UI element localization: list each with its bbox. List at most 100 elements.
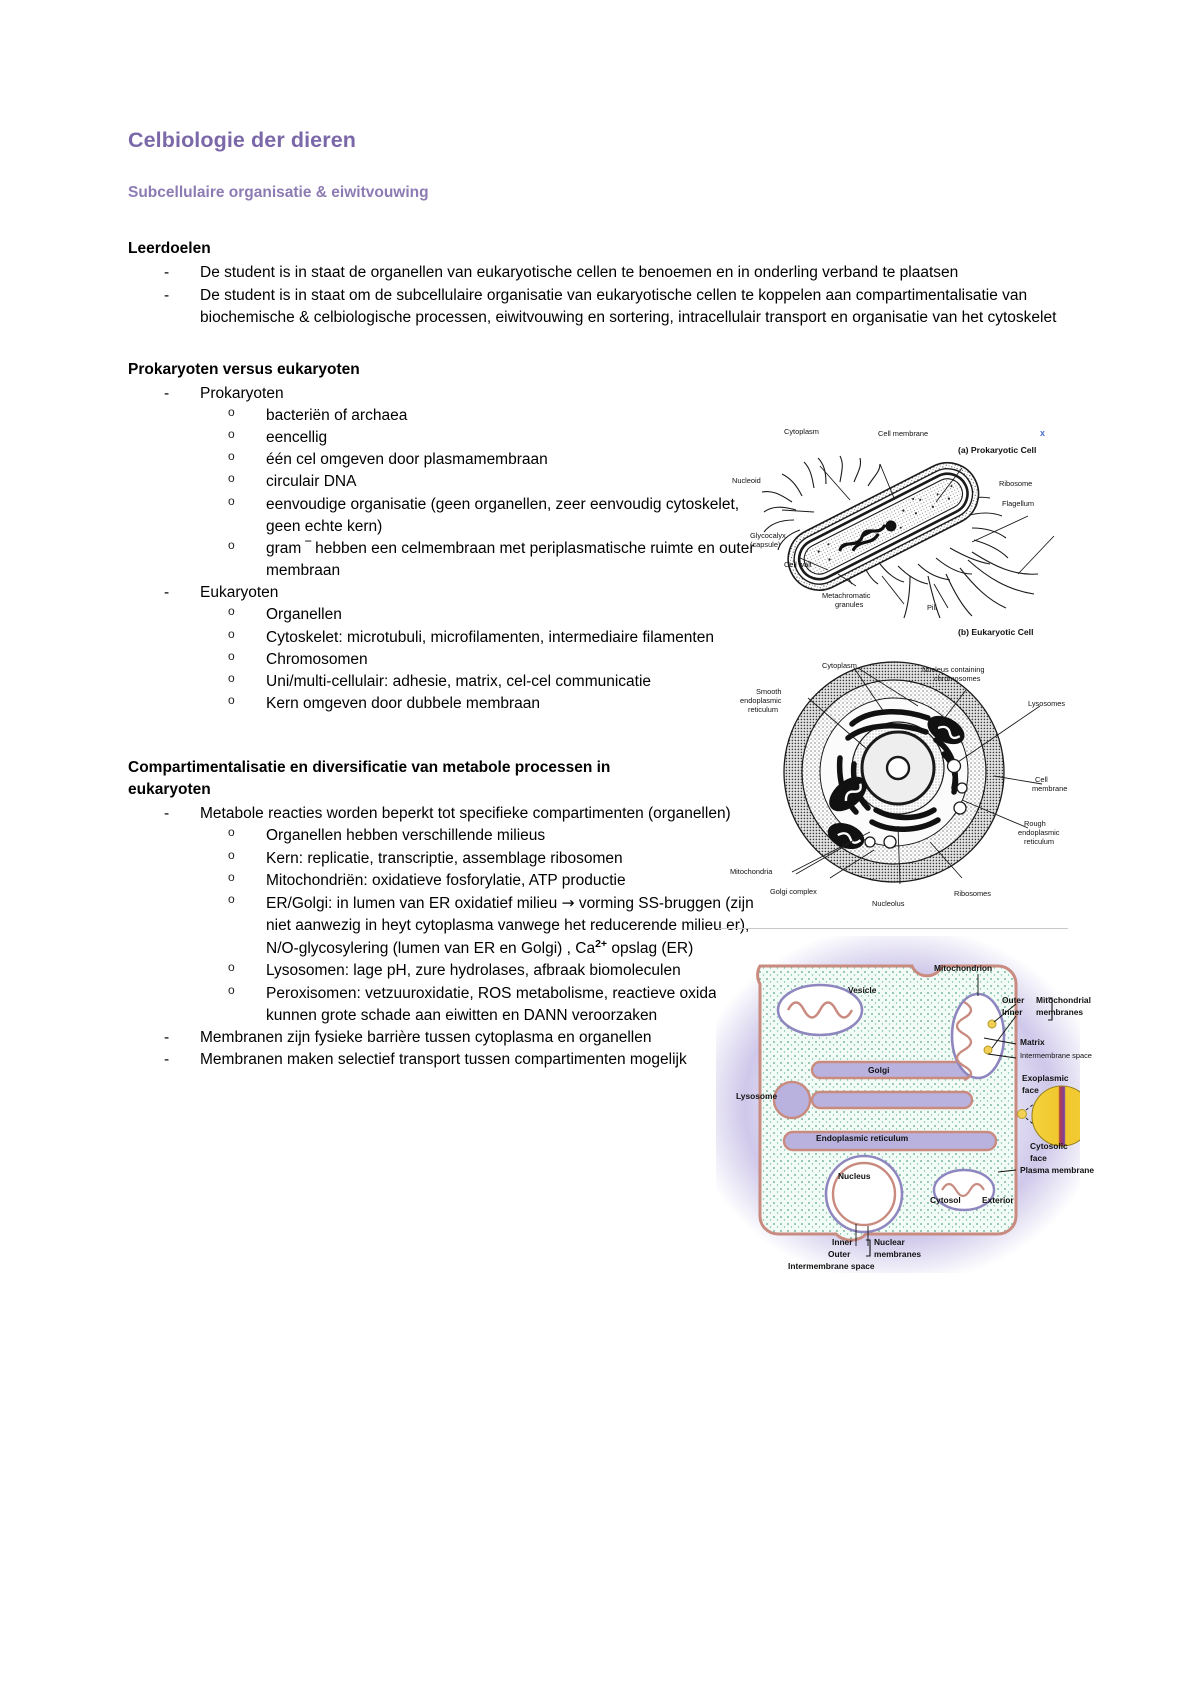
label-cytoplasm-euk: Cytoplasm	[822, 661, 857, 670]
dash-bullet-icon: -	[164, 286, 170, 304]
lysosome-circle	[772, 1080, 812, 1120]
label-lysosome: Lysosome	[736, 1091, 778, 1101]
list-item-label: Kern omgeven door dubbele membraan	[266, 695, 541, 713]
label-nucleus: Nucleus	[838, 1171, 871, 1181]
label-membranes-nuclear: membranes	[874, 1249, 922, 1259]
organelle-diagram-svg	[756, 964, 1080, 1257]
label-mitochondrial: Mitochondrial	[1036, 995, 1091, 1005]
list-item: - De student is in staat de organellen v…	[128, 262, 1072, 284]
circle-bullet-icon: o	[228, 537, 235, 552]
circle-bullet-icon: o	[228, 891, 235, 906]
figure-divider	[716, 928, 1068, 929]
circle-bullet-icon: o	[228, 471, 235, 486]
label-matrix: Matrix	[1020, 1037, 1045, 1047]
er-golgi-part2: vorming SS-bruggen (zijn niet aanwezig i…	[266, 894, 754, 958]
label-golgi-complex: Golgi complex	[770, 887, 817, 896]
label-vesicle: Vesicle	[848, 985, 877, 995]
label-pili: Pili	[927, 603, 937, 612]
figure-prokaryotic-eukaryotic-cells: x	[722, 424, 1074, 914]
list-item-label: Lysosomen: lage pH, zure hydrolases, afb…	[266, 962, 681, 980]
cells-diagram-svg	[761, 455, 1055, 885]
label-exoplasmic: Exoplasmic	[1022, 1073, 1069, 1083]
mitochondrion-right	[932, 1168, 996, 1212]
label-plasma-membrane: Plasma membrane	[1020, 1165, 1095, 1175]
close-icon[interactable]: x	[1040, 428, 1046, 438]
circle-bullet-icon: o	[228, 427, 235, 442]
dash-bullet-icon: -	[164, 805, 170, 823]
label-inner-mito: Inner	[1002, 1007, 1023, 1017]
list-item-label: Uni/multi-cellulair: adhesie, matrix, ce…	[266, 672, 652, 690]
compartimentalisatie-list: - Metabole reacties worden beperkt tot s…	[128, 803, 1072, 1071]
label-reticulum-rough: reticulum	[1024, 837, 1054, 846]
list-item-label: Organellen	[266, 606, 342, 624]
list-item: o circulair DNA	[200, 471, 760, 493]
page-subtitle: Subcellulaire organisatie & eiwitvouwing	[128, 183, 429, 201]
er-golgi-part1: ER/Golgi: in lumen van ER oxidatief mili…	[266, 894, 562, 912]
er-band	[782, 1130, 998, 1152]
nucleus-shape	[824, 1154, 904, 1234]
dash-bullet-icon: -	[164, 1051, 170, 1069]
list-item-label: De student is in staat de organellen van…	[200, 264, 959, 282]
label-cytoplasm-prok: Cytoplasm	[784, 427, 819, 436]
list-item-label: Chromosomen	[266, 650, 368, 668]
label-glycocalyx-capsule: (capsule)	[750, 540, 781, 549]
list-item-label: Prokaryoten	[200, 384, 284, 402]
label-flagellum: Flagellum	[1002, 499, 1035, 508]
label-membrane-euk: membrane	[1032, 784, 1068, 793]
circle-bullet-icon: o	[228, 982, 235, 997]
label-ribosome: Ribosome	[999, 479, 1033, 488]
list-item-label: Membranen zijn fysieke barrière tussen c…	[200, 1028, 652, 1046]
dash-bullet-icon: -	[164, 584, 170, 602]
label-intermembrane-space-nuclear: Intermembrane space	[788, 1261, 875, 1271]
figure-organelle-membranes: Mitochondrion Vesicle Outer Inner Mitoch…	[716, 928, 1094, 1273]
label-cytosolic-face: face	[1030, 1153, 1047, 1163]
leerdoelen-list: - De student is in staat de organellen v…	[128, 262, 1072, 328]
mitochondrion-labelled	[950, 992, 1006, 1082]
circle-bullet-icon: o	[228, 847, 235, 862]
prokaryote-drawing	[761, 455, 1055, 619]
circle-bullet-icon: o	[228, 493, 235, 508]
caption-prokaryotic-cell: (a) Prokaryotic Cell	[958, 445, 1037, 455]
list-item-label: Membranen maken selectief transport tuss…	[200, 1051, 687, 1069]
label-endoplasmic-smooth: endoplasmic	[740, 696, 782, 705]
label-endoplasmic-reticulum: Endoplasmic reticulum	[816, 1133, 909, 1143]
circle-bullet-icon: o	[228, 405, 235, 420]
list-item-label: circulair DNA	[266, 473, 357, 491]
membrane-magnifier	[1017, 1085, 1080, 1147]
label-exoplasmic-face: face	[1022, 1085, 1039, 1095]
label-ribosomes: Ribosomes	[954, 889, 991, 898]
label-outer-nuclear: Outer	[828, 1249, 851, 1259]
label-rough: Rough	[1024, 819, 1046, 828]
list-item-label: Peroxisomen: vetzuuroxidatie, ROS metabo…	[266, 984, 751, 1024]
circle-bullet-icon: o	[228, 869, 235, 884]
label-nucleolus: Nucleolus	[872, 899, 905, 908]
label-mitochondrion: Mitochondrion	[934, 963, 993, 973]
document-body: Celbiologie der dieren Subcellulaire org…	[128, 128, 1072, 1071]
list-item-label: De student is in staat om de subcellulai…	[200, 286, 1057, 326]
label-glycocalyx: Glycocalyx	[750, 531, 786, 540]
dash-bullet-icon: -	[164, 1028, 170, 1046]
caption-eukaryotic-cell: (b) Eukaryotic Cell	[958, 627, 1034, 637]
circle-bullet-icon: o	[228, 626, 235, 641]
label-exterior: Exterior	[982, 1195, 1014, 1205]
list-item-label: Metabole reacties worden beperkt tot spe…	[200, 805, 731, 823]
label-mitochondria: Mitochondria	[730, 867, 773, 876]
er-golgi-part3: opslag (ER)	[607, 940, 694, 958]
